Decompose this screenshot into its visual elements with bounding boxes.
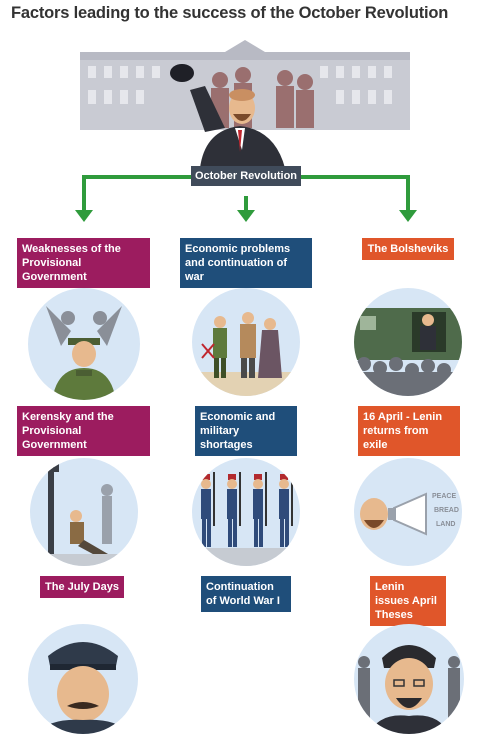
theses-word-peace: PEACE [432,493,456,500]
connector-arrows [75,175,417,222]
kornilov-illustration [28,624,138,734]
column-1-heading: Weaknesses of the Provisional Government [17,238,150,288]
lenin-figure-icon [420,314,436,350]
shortages-label: Economic and military shortages [195,406,297,456]
october-revolution-label: October Revolution [191,166,301,186]
lenin-figure-icon [170,64,285,168]
kerensky-label: Kerensky and the Provisional Government [17,406,150,456]
soldiers-silhouette-icon [101,484,113,544]
woman-icon [258,318,282,378]
soldier-icon [213,316,227,378]
lenin-returns-illustration [354,288,462,396]
lenin-head-icon [360,498,388,530]
provisional-government-illustration [28,288,140,400]
megaphone-icon [388,492,427,536]
theses-word-land: LAND [436,521,455,528]
world-war-label: Continuation of World War I [201,576,291,612]
train-icon [354,308,462,360]
april-theses-illustration: PEACE BREAD LAND [354,458,462,566]
page-title: Factors leading to the success of the Oc… [11,4,449,22]
july-days-label: The July Days [40,576,124,598]
worker-icon [240,312,256,378]
theses-word-bread: BREAD [434,507,459,514]
column-3-heading: The Bolsheviks [362,238,454,260]
arrow-right-icon [399,210,417,222]
world-war-illustration [192,458,300,566]
trotsky-illustration [354,624,464,734]
trotsky-portrait-icon [368,645,450,734]
soldier-icon [52,338,116,400]
double-headed-eagle-icon [46,306,122,346]
lenin-returns-label: 16 April - Lenin returns from exile [358,406,460,456]
shortages-illustration [192,288,300,396]
july-days-illustration [30,458,138,566]
broken-rifle-icon [201,343,215,359]
column-2-heading: Economic problems and continuation of wa… [180,238,312,288]
hero-illustration [80,40,410,168]
arrow-left-icon [75,210,93,222]
soldiers-silhouette-icon [358,656,460,728]
april-theses-label: Lenin issues April Theses [370,576,446,626]
arrow-center-icon [237,210,255,222]
